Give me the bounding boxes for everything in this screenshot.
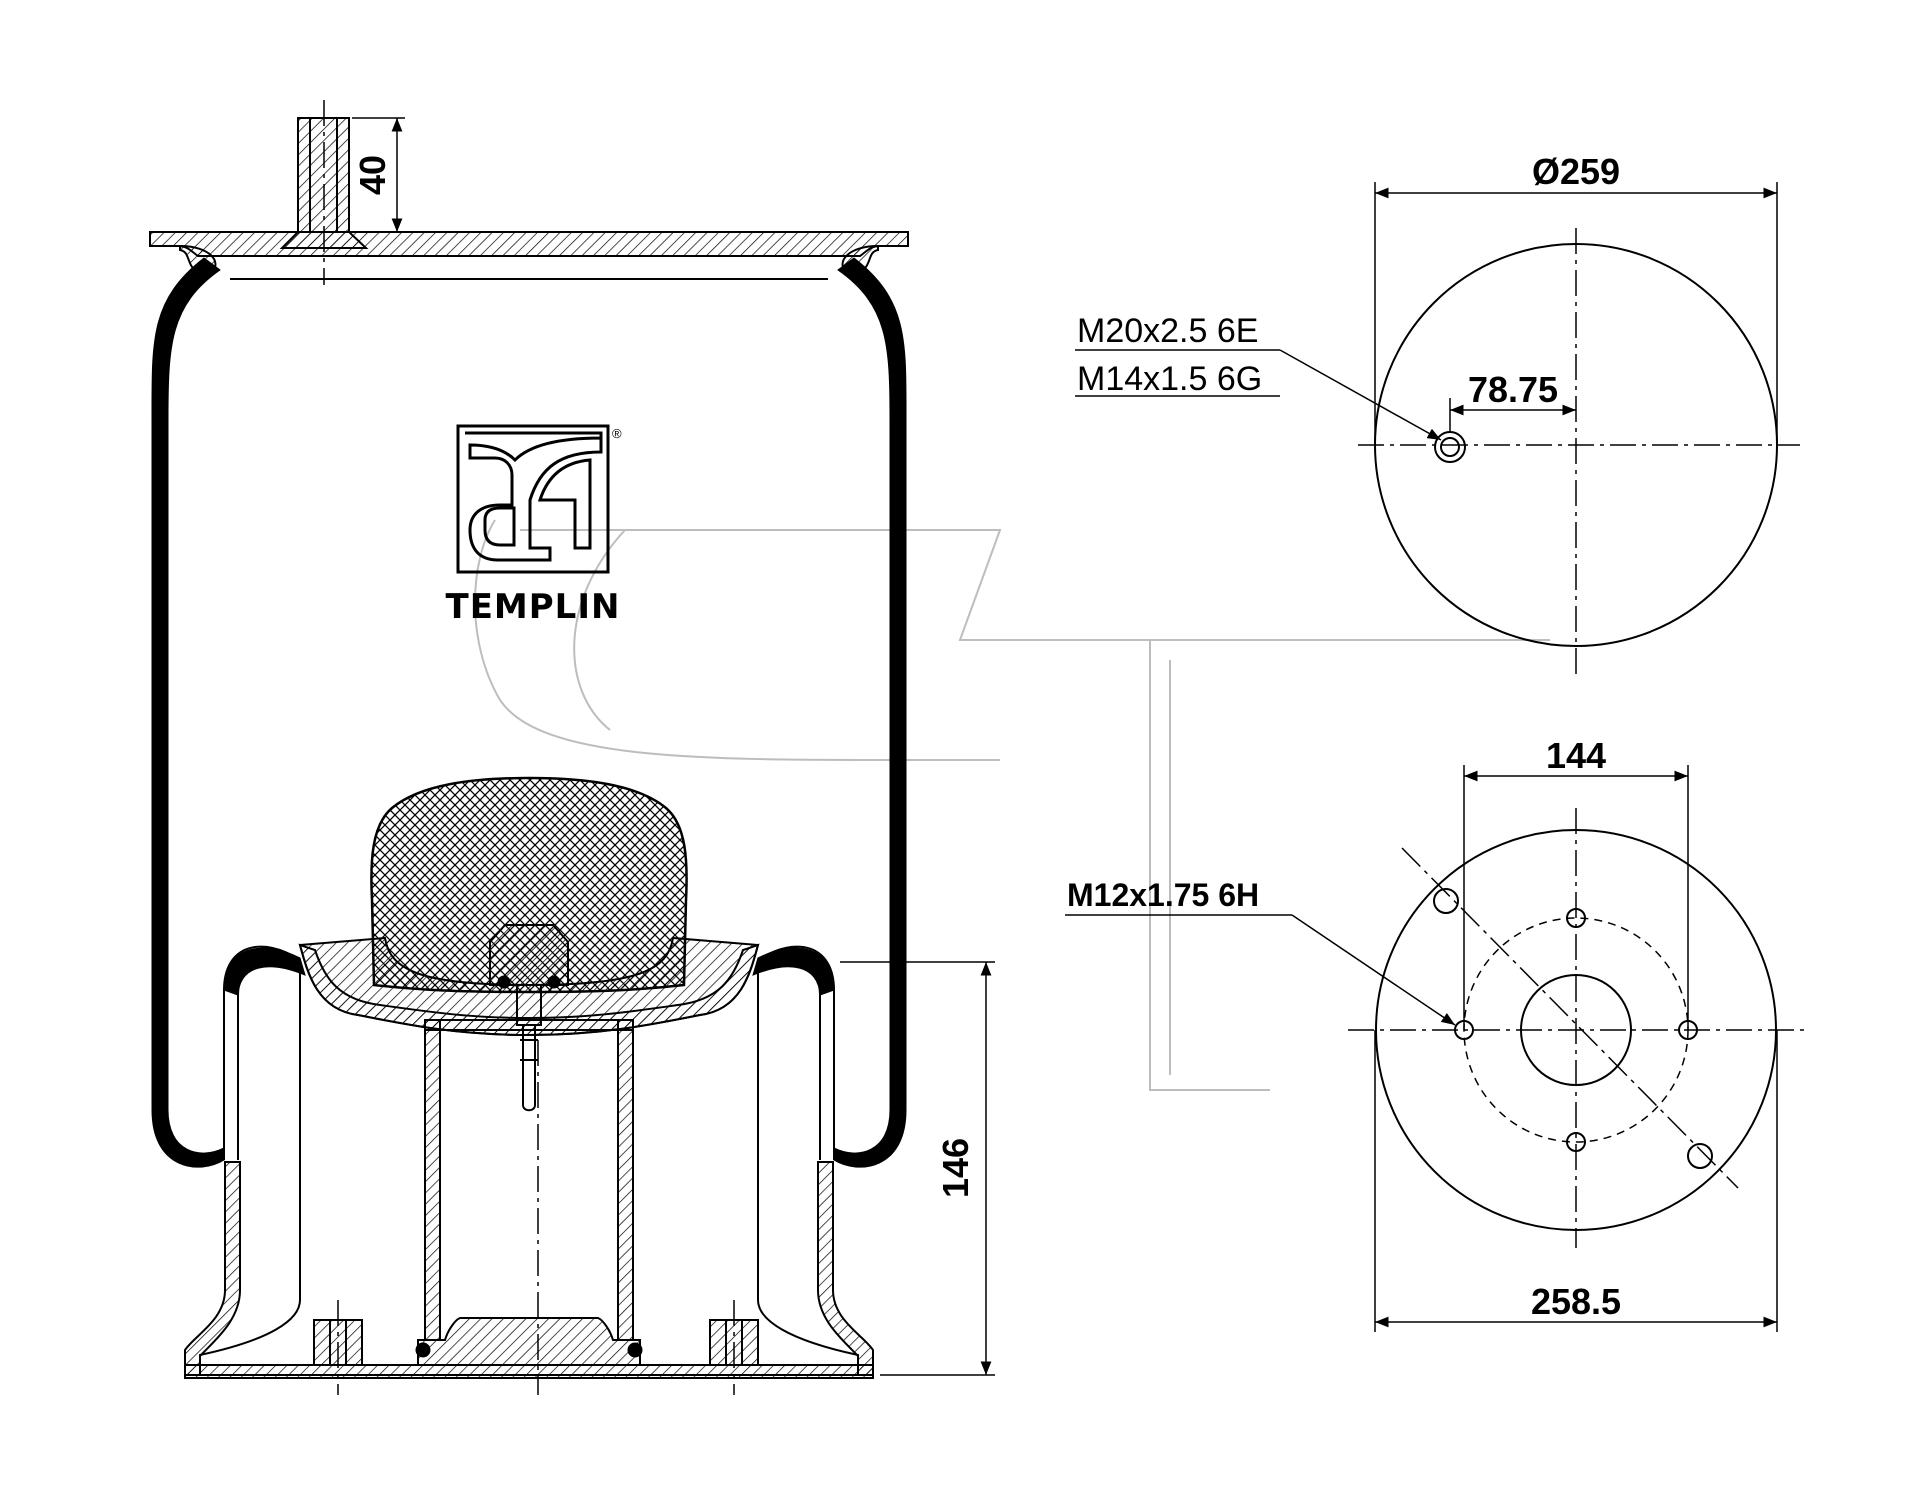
st-templin-logo: ® [456, 424, 622, 574]
dim-stud-height-label: 40 [352, 155, 393, 195]
dim-146 [840, 961, 995, 1376]
thread-secondary-label: M14x1.5 6G [1077, 360, 1262, 398]
bottom-view [1065, 765, 1808, 1332]
top-view [1075, 182, 1800, 678]
dim-40 [352, 117, 405, 233]
registered-mark: ® [612, 426, 622, 441]
dim-piston-height-label: 146 [935, 1138, 976, 1198]
bottom-thread-label: M12x1.75 6H [1067, 877, 1259, 913]
top-diameter-label: Ø259 [1532, 151, 1620, 192]
thread-primary-label: M20x2.5 6E [1077, 312, 1258, 350]
top-offset-label: 78.75 [1468, 369, 1558, 410]
side-view: 40 146 ® TEMPLIN [149, 100, 995, 1395]
bottom-bolt-spacing-label: 144 [1546, 735, 1606, 776]
bottom-diameter-label: 258.5 [1531, 1281, 1621, 1322]
brand-name: TEMPLIN [446, 587, 621, 627]
watermark [474, 519, 1550, 1091]
